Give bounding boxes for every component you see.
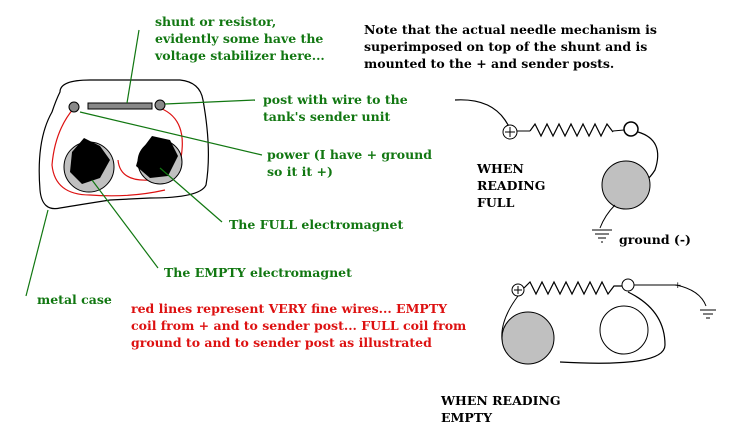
label-shunt: shunt or resistor, evidently some have t… [155, 14, 325, 63]
pointer-case [25, 209, 49, 297]
label-reading-full: WHEN READING FULL [477, 161, 546, 210]
full-ground-wire [599, 204, 616, 229]
full-gauge-coil [601, 160, 651, 210]
empty-loop [559, 291, 666, 364]
label-note: Note that the actual needle mechanism is… [364, 22, 657, 71]
full-plus-glyph [505, 127, 515, 137]
pointer-power [79, 111, 263, 156]
full-sender-terminal [623, 121, 639, 137]
empty-ground-symbol [700, 309, 716, 319]
label-metal-case: metal case [37, 292, 112, 307]
pointer-empty [91, 179, 159, 269]
pointer-sender [164, 99, 256, 105]
metal-case-outline [38, 79, 209, 210]
post-right [154, 99, 166, 111]
magnet-full-core [136, 136, 178, 178]
empty-gauge-coil-idle [599, 305, 649, 355]
pointer-shunt [126, 29, 140, 104]
magnet-empty-core [70, 138, 110, 184]
post-left [68, 101, 80, 113]
empty-sender-terminal [621, 278, 635, 292]
label-full-magnet: The FULL electromagnet [229, 217, 404, 232]
label-empty-magnet: The EMPTY electromagnet [164, 265, 352, 280]
full-ground-symbol [592, 229, 612, 243]
label-red-note: red lines represent VERY fine wires... E… [131, 301, 467, 350]
label-reading-empty: WHEN READING EMPTY [441, 393, 561, 425]
empty-small-plus: + [674, 281, 682, 291]
empty-wire-right [634, 284, 707, 307]
full-resistor [529, 122, 614, 138]
red-wire-empty [51, 107, 166, 197]
label-post-sender: post with wire to the tank's sender unit [263, 92, 408, 124]
pointer-full [159, 167, 223, 223]
empty-gauge-coil [501, 311, 555, 365]
shunt-resistor [87, 102, 153, 110]
label-power: power (I have + ground so it it +) [267, 147, 433, 179]
label-ground: ground (-) [619, 232, 691, 247]
full-wire-in [454, 99, 511, 129]
full-wire-b [612, 129, 625, 132]
empty-plus-glyph [514, 286, 522, 294]
empty-resistor [523, 280, 622, 296]
